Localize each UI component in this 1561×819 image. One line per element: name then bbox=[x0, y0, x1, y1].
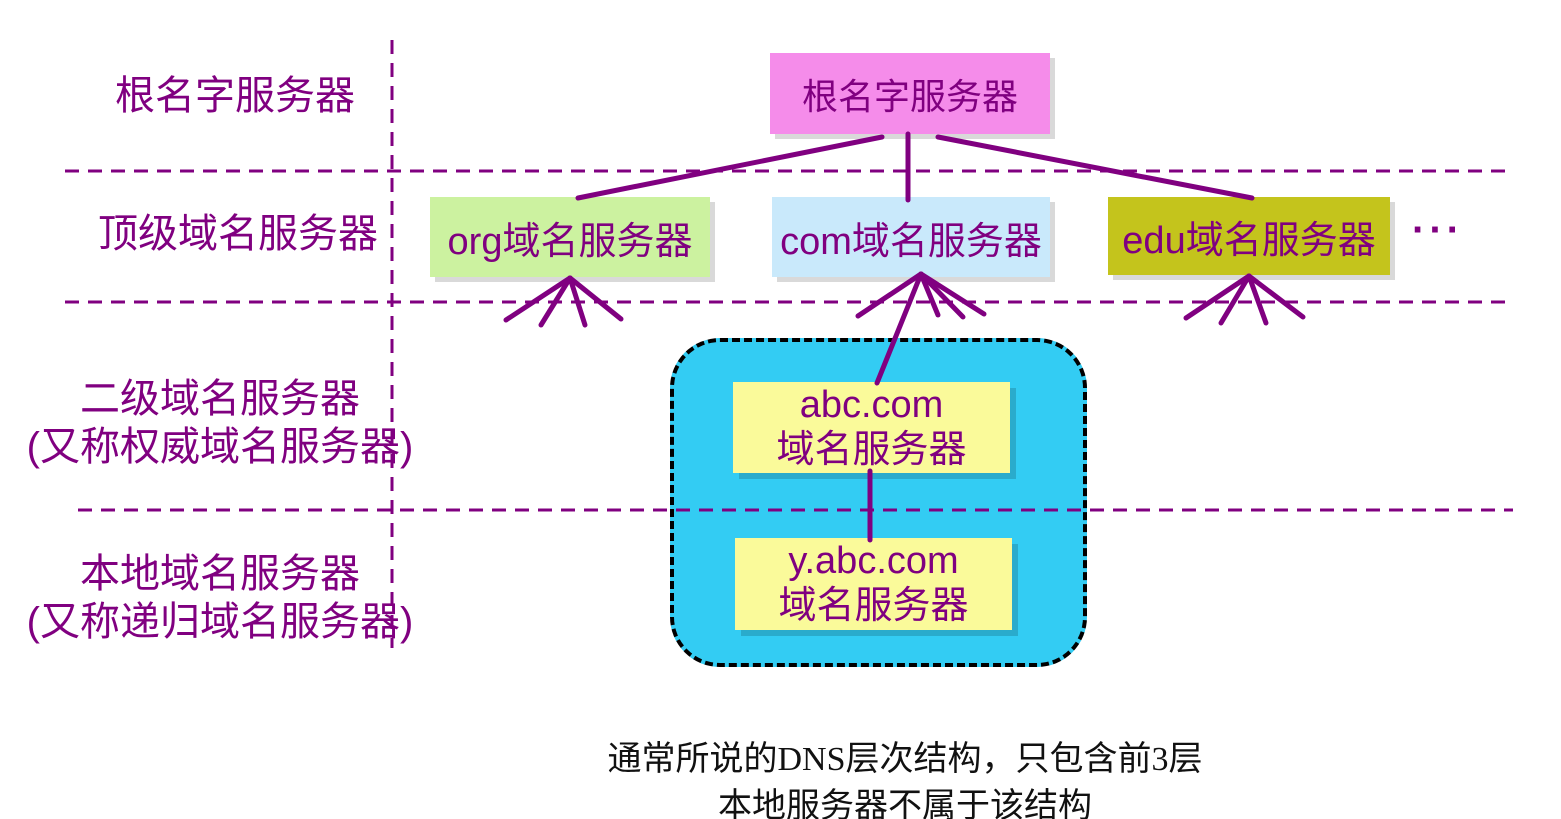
caption-line1: 通常所说的DNS层次结构，只包含前3层 bbox=[607, 741, 1203, 778]
node-edu-tld-server: edu域名服务器 bbox=[1108, 197, 1390, 275]
node-yabc-line1: y.abc.com bbox=[788, 540, 959, 582]
node-abc-com-server: abc.com 域名服务器 bbox=[733, 382, 1010, 473]
node-edu-label: edu域名服务器 bbox=[1122, 219, 1376, 262]
caption-line2: 本地服务器不属于该结构 bbox=[718, 788, 1092, 819]
node-org-label: org域名服务器 bbox=[447, 220, 693, 263]
caption-note: 通常所说的DNS层次结构，只包含前3层 本地服务器不属于该结构 bbox=[550, 736, 1260, 819]
node-root-name-server: 根名字服务器 bbox=[770, 53, 1050, 134]
node-yabc-line2: 域名服务器 bbox=[778, 585, 969, 627]
root-to-tld-connectors bbox=[575, 131, 1255, 203]
node-com-label: com域名服务器 bbox=[780, 220, 1042, 263]
node-root-label: 根名字服务器 bbox=[801, 75, 1018, 117]
row-label-second-line2: (又称权威域名服务器) bbox=[26, 425, 414, 469]
row-label-root-line1: 根名字服务器 bbox=[115, 74, 355, 118]
row-label-second-line1: 二级域名服务器 bbox=[80, 377, 360, 421]
row-label-local-line1: 本地域名服务器 bbox=[80, 552, 360, 596]
node-com-tld-server: com域名服务器 bbox=[772, 197, 1050, 277]
ellipsis-more-tld-servers: ··· bbox=[1412, 208, 1464, 252]
row-label-tld-level: 顶级域名服务器 bbox=[63, 210, 413, 258]
edu-fanout-lines bbox=[1183, 273, 1306, 326]
node-abc-line1: abc.com bbox=[799, 383, 944, 426]
row-label-local-level: 本地域名服务器 (又称递归域名服务器) bbox=[10, 550, 430, 646]
node-org-tld-server: org域名服务器 bbox=[430, 197, 710, 277]
row-label-second-level: 二级域名服务器 (又称权威域名服务器) bbox=[10, 375, 430, 471]
row-label-root-level: 根名字服务器 bbox=[60, 72, 410, 120]
org-fanout-lines bbox=[503, 275, 624, 328]
row-label-tld-line1: 顶级域名服务器 bbox=[98, 212, 378, 256]
node-abc-line2: 域名服务器 bbox=[776, 428, 967, 471]
row-label-local-line2: (又称递归域名服务器) bbox=[26, 600, 414, 644]
node-y-abc-com-server: y.abc.com 域名服务器 bbox=[735, 538, 1012, 630]
